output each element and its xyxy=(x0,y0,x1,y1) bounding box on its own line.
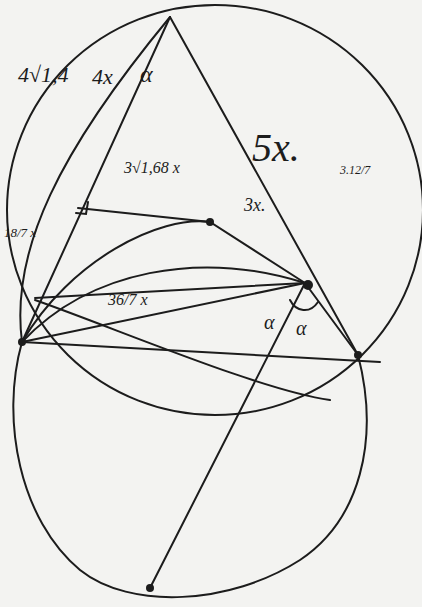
point xyxy=(354,351,362,359)
big-circle xyxy=(7,5,422,415)
segment-length: 36/7 x xyxy=(108,292,148,308)
angle-label: α xyxy=(296,318,307,338)
segment-length: 18/7 x xyxy=(4,226,36,239)
segment-length: 3√1,68 x xyxy=(124,160,180,176)
angle-label: α xyxy=(140,62,153,86)
segment-cd xyxy=(305,283,358,355)
side-length: 5x. xyxy=(252,128,300,168)
point xyxy=(146,584,154,592)
angle-label: α xyxy=(264,312,275,332)
segment-length: 3x. xyxy=(244,196,266,214)
segment xyxy=(35,283,305,298)
segment-bd xyxy=(22,342,380,362)
side-length: 4√1,4 xyxy=(18,64,69,86)
lower-circle xyxy=(13,342,366,597)
right-angle xyxy=(76,202,88,214)
segment-down xyxy=(150,283,305,588)
arc-b-c xyxy=(22,268,305,342)
point xyxy=(206,218,214,226)
segment-bc xyxy=(22,283,305,342)
point xyxy=(18,338,26,346)
angle-arc xyxy=(290,300,318,310)
point xyxy=(303,280,313,290)
side-length: 4x xyxy=(92,66,113,88)
cevian xyxy=(78,208,305,283)
segment-length: 3.12/7 xyxy=(340,164,370,176)
